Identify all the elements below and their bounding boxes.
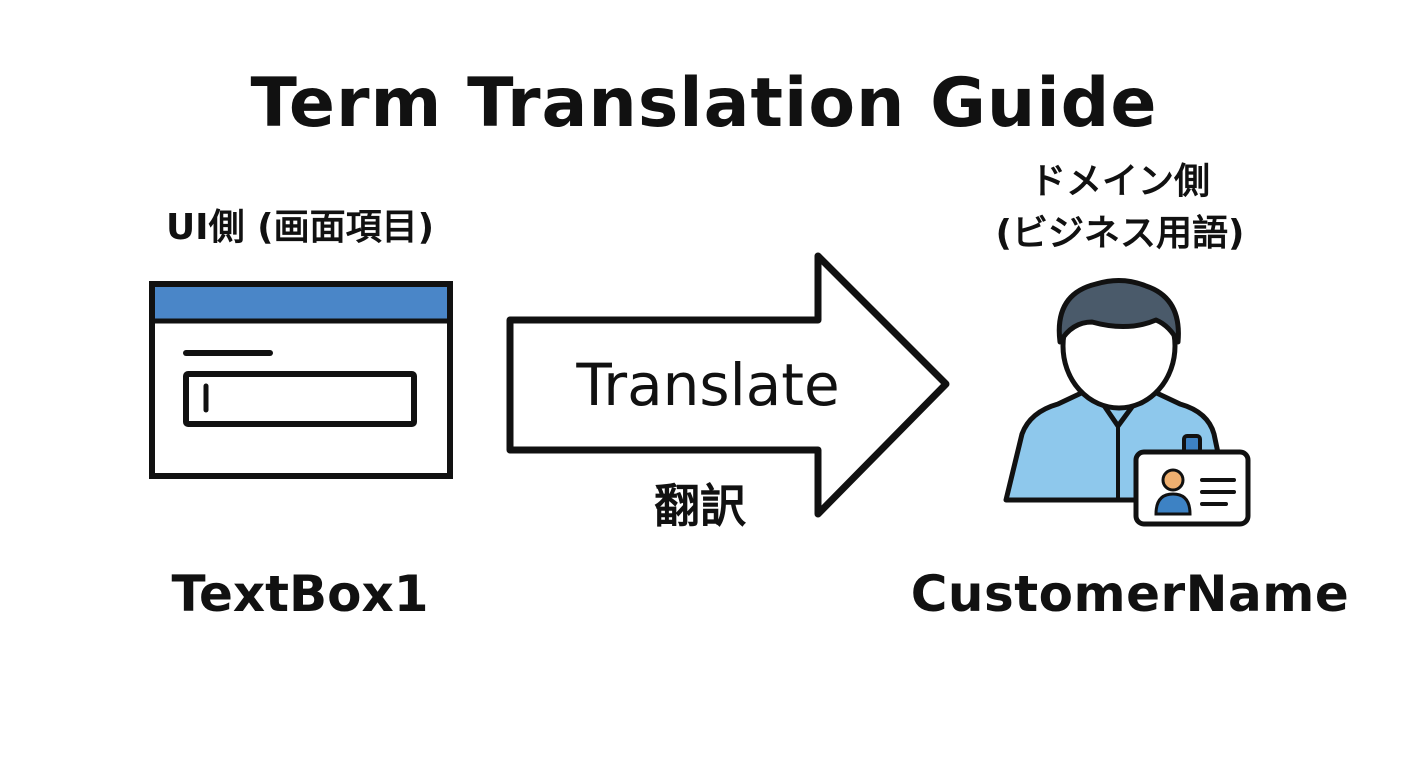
domain-side-heading-line2: (ビジネス用語) — [995, 213, 1245, 254]
translate-label: Translate — [576, 351, 840, 419]
translate-sublabel-ja: 翻訳 — [654, 479, 746, 533]
customer-with-id-badge-icon — [1003, 278, 1251, 527]
arrow-shape — [506, 252, 950, 518]
form-window-icon — [149, 281, 453, 479]
window-header-bar — [155, 287, 447, 321]
domain-side-heading-line1: ドメイン側 — [1029, 161, 1210, 202]
text-input-box — [183, 371, 417, 427]
ui-term: TextBox1 — [171, 565, 429, 623]
page-title: Term Translation Guide — [250, 64, 1158, 143]
ui-side-heading: UI側 (画面項目) — [165, 207, 435, 248]
badge-card — [1133, 449, 1251, 527]
badge-avatar-body — [1154, 492, 1192, 516]
domain-side-heading: ドメイン側 (ビジネス用語) — [920, 156, 1320, 260]
right-arrow-icon — [506, 252, 950, 518]
domain-term: CustomerName — [910, 565, 1350, 623]
person-hair — [1056, 278, 1181, 345]
badge-avatar-head — [1161, 468, 1185, 492]
